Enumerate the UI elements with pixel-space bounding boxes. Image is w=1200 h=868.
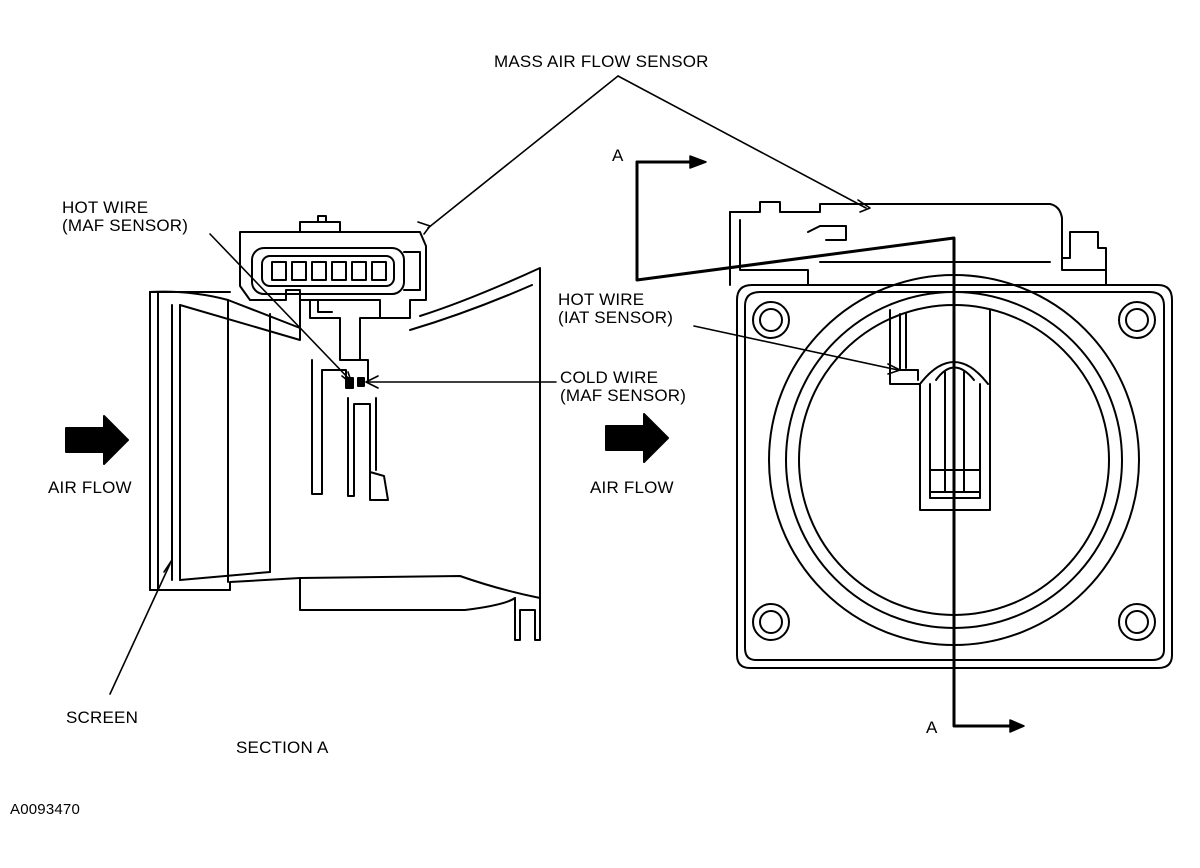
screen-label: SCREEN	[66, 708, 139, 727]
section-line-a-a	[635, 155, 1025, 733]
figure-id: A0093470	[10, 801, 81, 818]
hot-wire-iat-label-line1: HOT WIRE	[558, 290, 645, 309]
section-view-housing	[149, 267, 541, 641]
sensor-probe-section	[309, 299, 389, 501]
air-flow-arrow-right	[605, 413, 669, 463]
air-flow-arrow-left	[65, 415, 129, 465]
section-marker-bottom: A	[926, 718, 938, 737]
sensor-probe-front	[889, 309, 991, 511]
section-a-label: SECTION A	[236, 738, 329, 757]
cold-wire-label-line2: (MAF SENSOR)	[560, 386, 687, 405]
section-marker-top: A	[612, 146, 624, 165]
air-flow-label-right: AIR FLOW	[590, 478, 674, 497]
hot-wire-iat-label-line2: (IAT SENSOR)	[558, 308, 674, 327]
air-flow-label-left: AIR FLOW	[48, 478, 132, 497]
leader-lines	[109, 75, 901, 695]
mass-air-flow-sensor-label: MASS AIR FLOW SENSOR	[494, 52, 709, 71]
hot-wire-maf-label-line1: HOT WIRE	[62, 198, 149, 217]
connector-pins	[271, 261, 387, 281]
maf-connector-front	[729, 201, 1107, 286]
hot-wire-maf-label-line2: (MAF SENSOR)	[62, 216, 189, 235]
maf-connector-section	[239, 215, 427, 319]
cold-wire-label-line1: COLD WIRE	[560, 368, 659, 387]
